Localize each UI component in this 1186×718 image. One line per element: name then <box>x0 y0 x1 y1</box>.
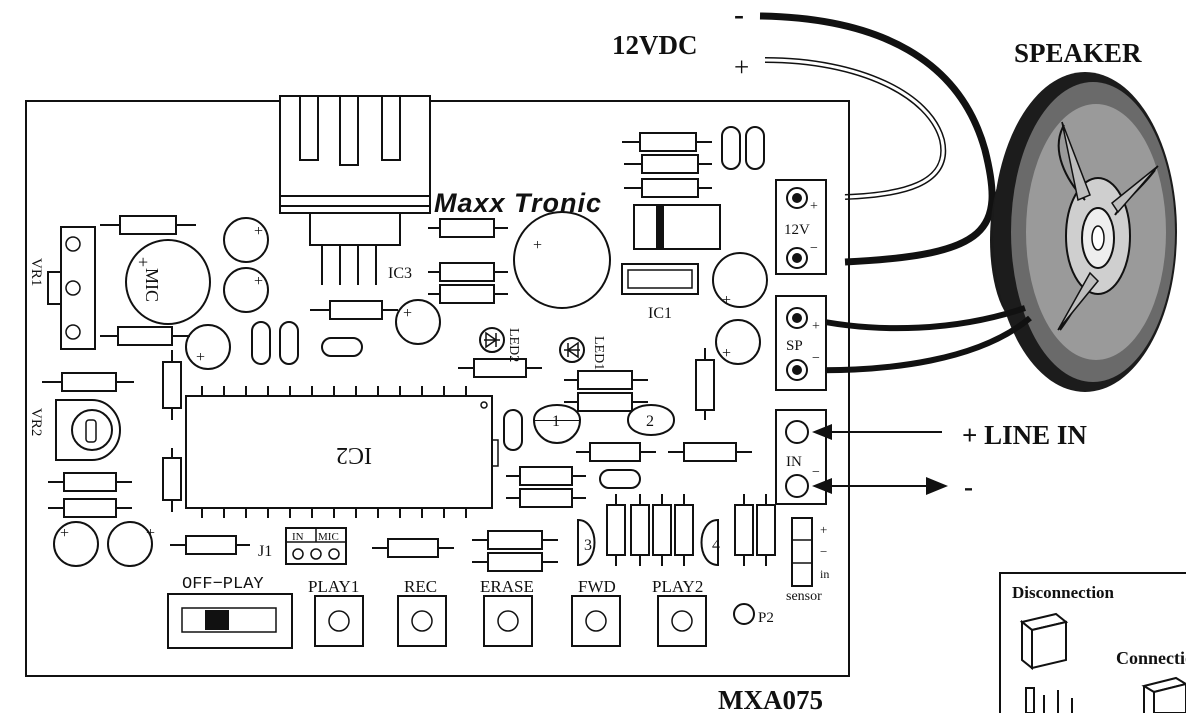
svg-text:+: + <box>60 525 69 542</box>
vr2-trimmer <box>55 399 121 461</box>
speaker-label: SPEAKER <box>1014 38 1142 68</box>
vr1-label: VR1 <box>28 258 44 286</box>
sensor-header <box>791 517 813 587</box>
rec-label: REC <box>404 577 437 596</box>
heatsink <box>279 95 431 285</box>
off-play-switch[interactable] <box>167 593 293 649</box>
disconnection-label: Disconnection <box>1012 583 1115 602</box>
svg-text:+: + <box>146 525 155 542</box>
mic-plus: + <box>138 252 148 272</box>
vr1-potentiometer <box>47 226 96 350</box>
capacitors: + + + + + + + + + <box>53 211 768 567</box>
line-in-arrows <box>812 424 948 495</box>
film-capacitors <box>251 126 765 489</box>
play2-button[interactable] <box>657 595 707 647</box>
terminal-sp-label: SP <box>786 338 803 354</box>
transistor-3-label: 3 <box>584 537 592 554</box>
jumper-connected <box>1141 676 1186 714</box>
vr2-label: VR2 <box>28 408 44 436</box>
resistors <box>42 132 776 572</box>
power-plus-sign: + <box>734 52 749 82</box>
rectifier-diode <box>633 204 721 250</box>
speaker-wires <box>804 305 1032 374</box>
jumper-inset <box>999 572 1186 714</box>
transistor-1-label: 1 <box>552 413 560 430</box>
sensor-label: sensor <box>786 589 822 604</box>
j1-header <box>285 527 347 565</box>
sensor-plus: + <box>820 522 827 537</box>
svg-text:+: + <box>403 305 412 322</box>
connection-label: Connection <box>1116 648 1186 668</box>
ic2-label: IC2 <box>336 442 372 468</box>
led1 <box>559 337 585 363</box>
mic-label: MIC <box>142 268 162 302</box>
j1-label: J1 <box>258 543 272 560</box>
sensor-minus: − <box>820 544 827 559</box>
svg-text:+: + <box>533 237 542 254</box>
svg-text:+: + <box>254 273 263 290</box>
transistors <box>532 404 719 567</box>
line-in-minus-label: - <box>964 472 973 502</box>
power-label: 12VDC <box>612 30 698 60</box>
ic1-label: IC1 <box>648 305 672 322</box>
sensor-in: in <box>820 567 829 581</box>
terminal-12v-plus: + <box>810 199 818 214</box>
line-in-plus-label: + LINE IN <box>962 420 1087 450</box>
play2-label: PLAY2 <box>652 577 703 596</box>
transistor-4-label: 4 <box>712 537 720 554</box>
svg-text:+: + <box>254 223 263 240</box>
j1-mic-label: MIC <box>318 531 339 543</box>
led2-label: LED2 <box>506 328 521 362</box>
play1-label: PLAY1 <box>308 577 359 596</box>
p2-label: P2 <box>758 610 774 626</box>
ic3-label: IC3 <box>388 265 412 282</box>
terminal-12v-label: 12V <box>784 222 810 238</box>
terminal-12v <box>775 179 827 275</box>
terminal-sp <box>775 295 827 391</box>
terminal-in-label: IN <box>786 454 802 470</box>
svg-text:+: + <box>722 292 731 309</box>
ic2-chip <box>185 386 499 518</box>
terminal-12v-minus: − <box>810 241 818 256</box>
terminal-in-minus: − <box>812 465 820 480</box>
jumper-disconnected <box>1019 612 1073 714</box>
terminal-sp-minus: − <box>812 351 820 366</box>
p2-pad <box>733 603 755 625</box>
speaker <box>990 72 1177 392</box>
power-minus-sign: - <box>734 0 744 31</box>
transistor-2-label: 2 <box>646 413 654 430</box>
play1-button[interactable] <box>314 595 364 647</box>
off-play-label: OFF−PLAY <box>182 575 264 594</box>
pcb-outline <box>25 100 850 677</box>
erase-label: ERASE <box>480 577 534 596</box>
erase-button[interactable] <box>483 595 533 647</box>
led1-label: LED1 <box>591 336 606 370</box>
fwd-button[interactable] <box>571 595 621 647</box>
terminal-in <box>775 409 827 505</box>
rec-button[interactable] <box>397 595 447 647</box>
svg-text:+: + <box>196 349 205 366</box>
j1-in-label: IN <box>292 531 304 543</box>
fwd-label: FWD <box>578 577 616 596</box>
microphone <box>125 239 211 325</box>
model-label: MXA075 <box>718 685 823 713</box>
led2 <box>479 327 505 353</box>
terminal-sp-plus: + <box>812 319 820 334</box>
svg-text:+: + <box>722 345 731 362</box>
ic1-regulator <box>621 263 699 295</box>
power-wires <box>759 12 996 266</box>
